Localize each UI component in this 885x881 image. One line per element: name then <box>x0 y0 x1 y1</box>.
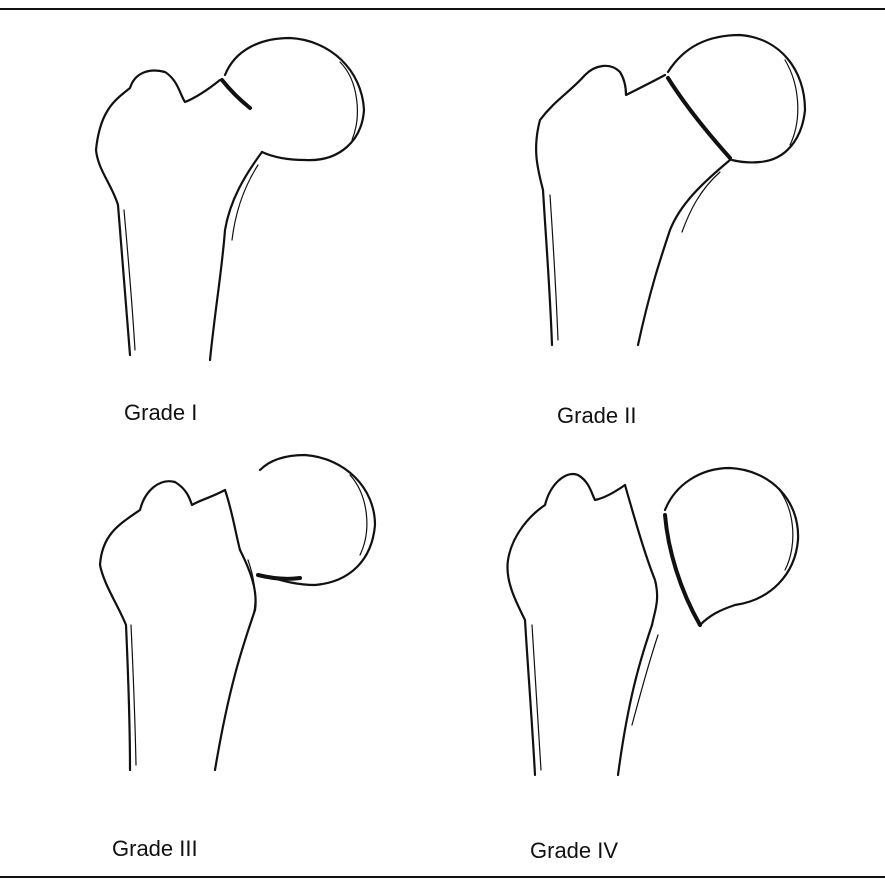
femur-1-head-inner-line <box>340 62 357 140</box>
grade-2-label: Grade II <box>557 403 636 429</box>
femur-4-head-inner-line <box>775 485 793 570</box>
femur-4-lateral-cortex <box>507 474 625 775</box>
femur-2-head <box>668 35 805 162</box>
femur-1-head <box>225 38 364 160</box>
femur-2-medial-cortex <box>638 160 730 345</box>
femur-3-growth-plate <box>258 575 300 579</box>
femur-grade-4-drawing <box>507 468 798 775</box>
femur-4-neck-fragment <box>625 485 657 625</box>
femur-grade-2-drawing <box>536 35 805 345</box>
femur-1-lateral-inner-line <box>124 210 135 350</box>
femur-3-head <box>260 455 375 585</box>
femur-3-medial-cortex <box>215 550 256 770</box>
femur-1-lateral-cortex <box>96 71 220 355</box>
grade-1-label: Grade I <box>124 400 197 426</box>
femur-3-lateral-inner-line <box>131 625 136 765</box>
femur-4-head <box>665 468 798 625</box>
femur-3-neck-fragment <box>225 490 240 550</box>
grade-4-label: Grade IV <box>530 838 618 864</box>
femur-1-medial-cortex <box>210 152 262 360</box>
femur-3-lateral-cortex <box>100 481 225 770</box>
femur-2-growth-plate <box>668 78 730 158</box>
femur-grade-3-drawing <box>100 455 375 770</box>
grade-3-label: Grade III <box>112 836 198 862</box>
femur-4-medial-cortex <box>618 625 652 775</box>
femur-2-lateral-cortex <box>536 66 665 345</box>
femur-grade-1-drawing <box>96 38 364 360</box>
femur-1-growth-plate <box>222 80 250 108</box>
femur-4-growth-plate <box>665 515 700 625</box>
